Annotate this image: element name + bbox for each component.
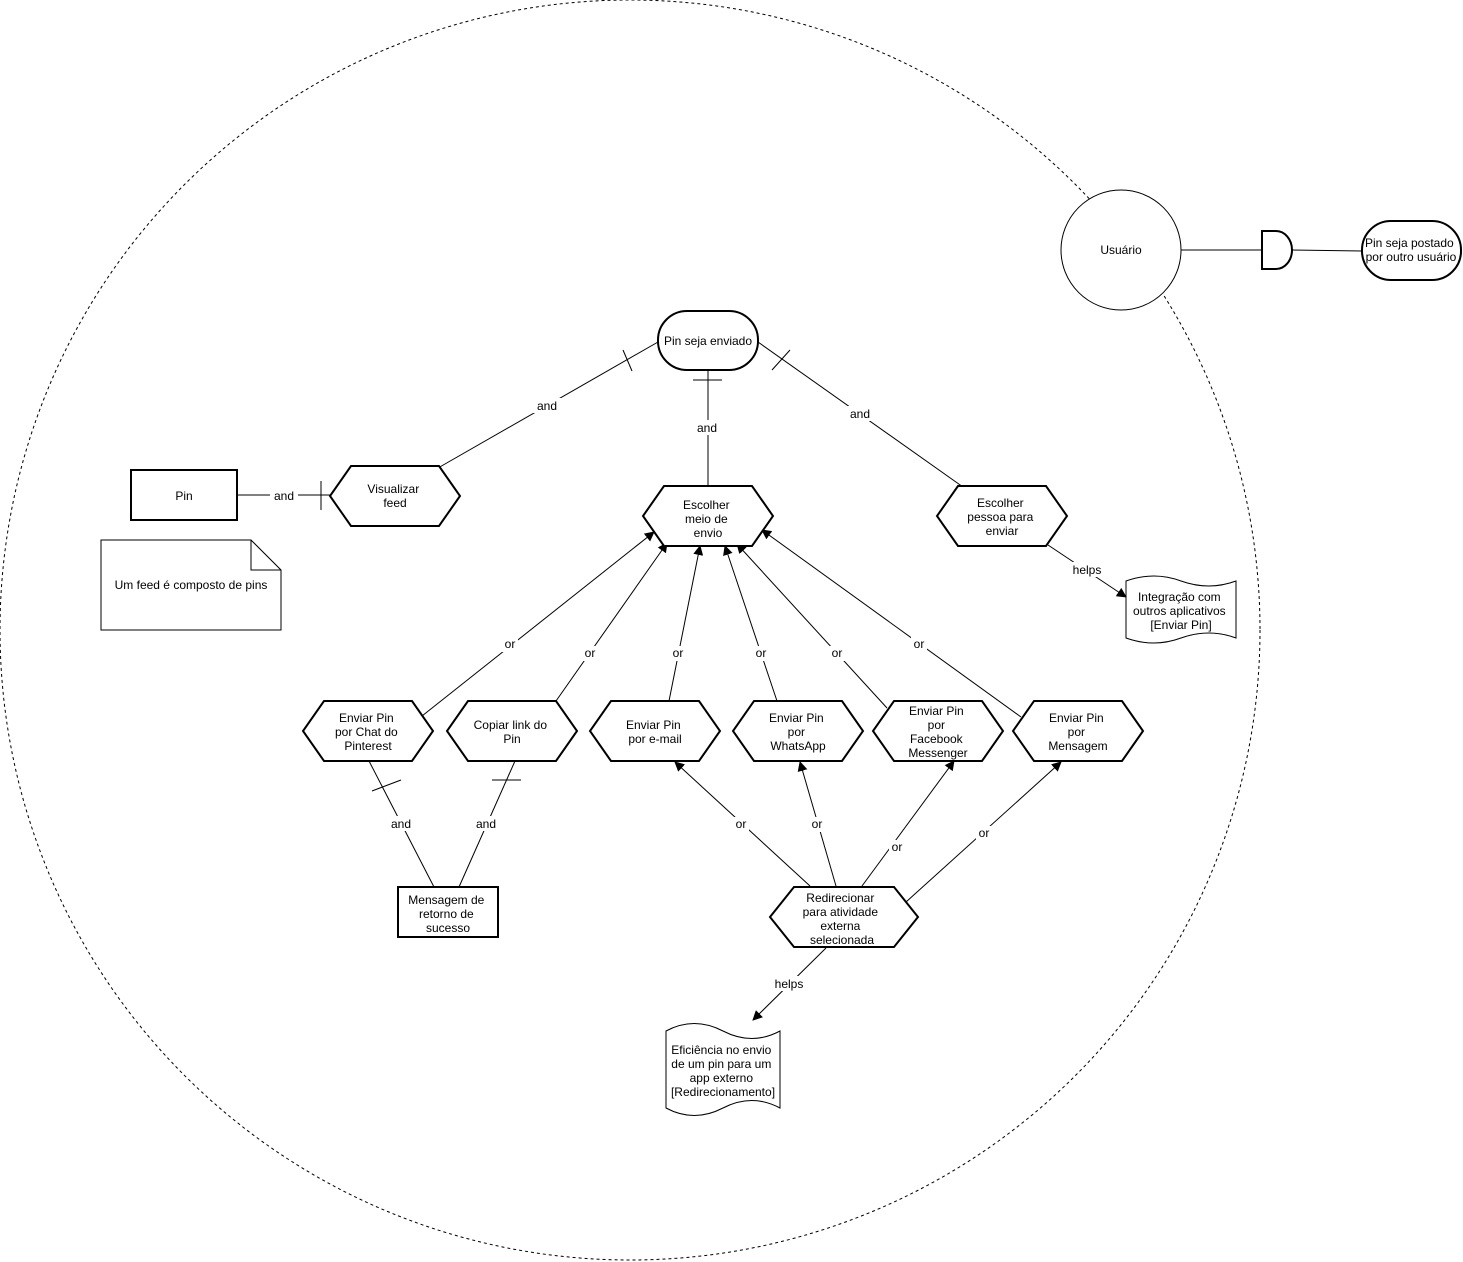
resource-label: Mensagem de retorno de sucesso — [408, 893, 487, 935]
and-bar — [371, 779, 402, 792]
task-label: Escolher meio de envio — [683, 498, 733, 540]
actor-label: Usuário — [1100, 243, 1142, 257]
link-label: helps — [1073, 563, 1102, 577]
task-enviar-facebook[interactable]: Enviar Pin por Facebook Messenger — [871, 700, 1005, 762]
task-label: Redirecionar para atividade externa sele… — [803, 891, 882, 947]
link-label: or — [979, 826, 990, 840]
or-link — [736, 543, 888, 709]
task-label: Enviar Pin por Chat do Pinterest — [335, 711, 401, 753]
task-label: Escolher pessoa para enviar — [967, 496, 1036, 538]
link-label: or — [832, 646, 843, 660]
link-label: or — [756, 646, 767, 660]
link-label: and — [391, 817, 411, 831]
link-label: and — [697, 421, 717, 435]
actor-boundary — [0, 0, 1261, 1261]
note-feed: Um feed é composto de pins — [100, 539, 282, 631]
and-bar — [622, 349, 633, 372]
link-label: or — [585, 646, 596, 660]
softgoal-eficiencia[interactable]: Eficiência no envio de um pin para um ap… — [665, 1023, 781, 1116]
link-label: or — [505, 637, 516, 651]
task-copiar-link[interactable]: Copiar link do Pin — [445, 700, 579, 762]
or-link — [861, 760, 955, 887]
goal-label: Pin seja enviado — [664, 334, 752, 348]
link-label: and — [537, 399, 557, 413]
softgoal-integracao[interactable]: Integração com outros aplicativos [Envia… — [1125, 575, 1237, 644]
and-bar — [771, 349, 791, 371]
link-label: and — [476, 817, 496, 831]
goal-label: Pin seja postado por outro usuário — [1365, 236, 1457, 264]
or-link — [668, 545, 704, 702]
task-label: Copiar link do Pin — [474, 718, 551, 746]
task-label: Enviar Pin por Facebook Messenger — [908, 704, 967, 760]
link-label: or — [736, 817, 747, 831]
link-label: or — [914, 637, 925, 651]
actor-usuario[interactable]: Usuário — [1060, 189, 1182, 311]
task-label: Enviar Pin por Mensagem — [1048, 711, 1107, 753]
dependency-link — [1291, 249, 1363, 252]
link-label: or — [812, 817, 823, 831]
link-label: helps — [775, 977, 804, 991]
task-enviar-chat[interactable]: Enviar Pin por Chat do Pinterest — [301, 700, 435, 762]
softgoal-label: Eficiência no envio de um pin para um ap… — [671, 1043, 775, 1099]
task-redirecionar[interactable]: Redirecionar para atividade externa sele… — [768, 886, 920, 948]
or-link — [421, 531, 655, 717]
resource-pin[interactable]: Pin — [130, 469, 238, 521]
task-label: Enviar Pin por WhatsApp — [769, 711, 827, 753]
task-label: Enviar Pin por e-mail — [626, 718, 684, 746]
goal-pin-enviado[interactable]: Pin seja enviado — [657, 310, 759, 371]
link-labels: and and and and or or or or or or and an… — [270, 398, 1104, 991]
or-link — [761, 529, 1022, 718]
task-enviar-mensagem[interactable]: Enviar Pin por Mensagem — [1011, 700, 1145, 762]
note-text: Um feed é composto de pins — [115, 578, 268, 592]
task-label: Visualizar feed — [367, 482, 422, 510]
task-enviar-email[interactable]: Enviar Pin por e-mail — [588, 700, 722, 762]
or-link — [555, 542, 668, 702]
or-link — [723, 545, 778, 702]
resource-mensagem-sucesso[interactable]: Mensagem de retorno de sucesso — [397, 886, 499, 938]
link-label: or — [892, 840, 903, 854]
link-label: or — [673, 646, 684, 660]
link-label: and — [850, 407, 870, 421]
task-escolher-pessoa[interactable]: Escolher pessoa para enviar — [935, 485, 1069, 547]
task-enviar-whatsapp[interactable]: Enviar Pin por WhatsApp — [731, 700, 865, 762]
task-visualizar-feed[interactable]: Visualizar feed — [328, 465, 462, 527]
resource-label: Pin — [175, 489, 192, 503]
dependency-d-icon — [1261, 230, 1293, 270]
goal-pin-postado[interactable]: Pin seja postado por outro usuário — [1361, 220, 1462, 281]
link-label: and — [274, 489, 294, 503]
softgoal-label: Integração com outros aplicativos [Envia… — [1133, 590, 1229, 632]
task-escolher-meio[interactable]: Escolher meio de envio — [641, 485, 775, 547]
